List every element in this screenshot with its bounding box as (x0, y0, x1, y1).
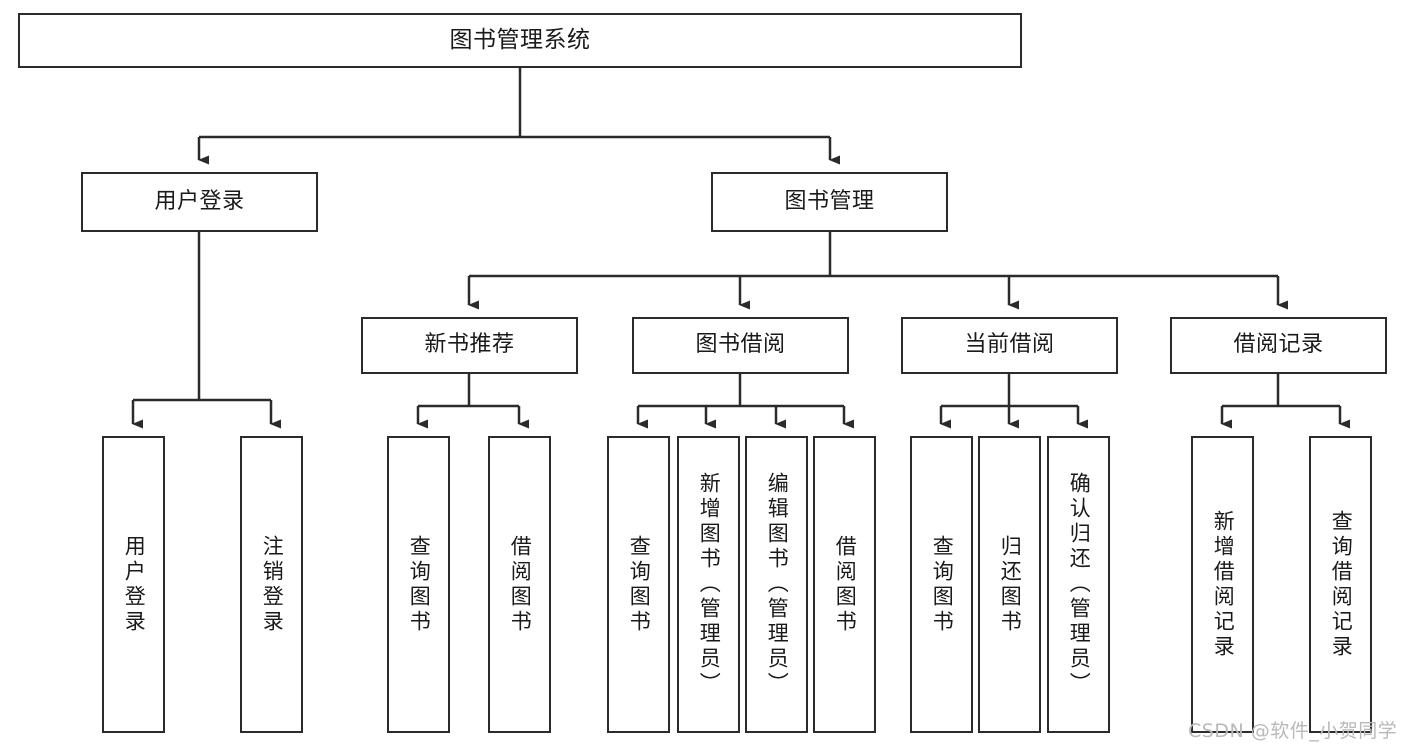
node-book-manage-label: 图书管理 (784, 188, 875, 214)
node-leaf-borrow-book-1-label: 借阅图书 (508, 534, 533, 635)
node-current-borrow[interactable]: 当前借阅 (901, 317, 1118, 374)
node-leaf-confirm-return-label: 确认归还（管理员） (1067, 472, 1092, 697)
node-leaf-logout-label: 注销登录 (260, 534, 285, 635)
node-new-book-rec[interactable]: 新书推荐 (361, 317, 578, 374)
csdn-watermark: CSDN @软件_小贺同学 (1188, 720, 1398, 742)
node-leaf-logout[interactable]: 注销登录 (240, 436, 303, 733)
node-leaf-add-book[interactable]: 新增图书（管理员） (677, 436, 740, 733)
node-leaf-edit-book[interactable]: 编辑图书（管理员） (745, 436, 808, 733)
node-leaf-borrow-book-2-label: 借阅图书 (833, 534, 858, 635)
node-leaf-query-record-label: 查询借阅记录 (1329, 509, 1354, 660)
node-borrow-record[interactable]: 借阅记录 (1170, 317, 1387, 374)
node-current-borrow-label: 当前借阅 (964, 332, 1055, 358)
node-leaf-add-book-label: 新增图书（管理员） (697, 472, 722, 697)
node-leaf-return-book-label: 归还图书 (998, 534, 1023, 635)
node-leaf-borrow-book-1[interactable]: 借阅图书 (488, 436, 551, 733)
node-leaf-edit-book-label: 编辑图书（管理员） (765, 472, 790, 697)
node-leaf-query-book-1[interactable]: 查询图书 (387, 436, 450, 733)
node-leaf-query-book-3-label: 查询图书 (930, 534, 955, 635)
node-root-system-label: 图书管理系统 (449, 26, 591, 53)
node-leaf-query-book-1-label: 查询图书 (407, 534, 432, 635)
node-leaf-query-book-2-label: 查询图书 (627, 534, 652, 635)
node-book-borrow[interactable]: 图书借阅 (632, 317, 849, 374)
node-book-borrow-label: 图书借阅 (695, 332, 786, 358)
node-user-login[interactable]: 用户登录 (81, 172, 318, 232)
node-leaf-user-login-label: 用户登录 (122, 534, 147, 635)
node-new-book-rec-label: 新书推荐 (424, 332, 515, 358)
node-leaf-add-record[interactable]: 新增借阅记录 (1191, 436, 1254, 733)
node-book-manage[interactable]: 图书管理 (711, 172, 948, 232)
node-leaf-query-record[interactable]: 查询借阅记录 (1309, 436, 1372, 733)
node-user-login-label: 用户登录 (154, 188, 245, 214)
node-leaf-user-login[interactable]: 用户登录 (102, 436, 165, 733)
node-borrow-record-label: 借阅记录 (1233, 332, 1324, 358)
node-leaf-add-record-label: 新增借阅记录 (1211, 509, 1236, 660)
node-leaf-query-book-3[interactable]: 查询图书 (910, 436, 973, 733)
node-leaf-return-book[interactable]: 归还图书 (978, 436, 1041, 733)
node-leaf-borrow-book-2[interactable]: 借阅图书 (813, 436, 876, 733)
node-leaf-query-book-2[interactable]: 查询图书 (607, 436, 670, 733)
node-root-system[interactable]: 图书管理系统 (18, 13, 1022, 68)
node-leaf-confirm-return[interactable]: 确认归还（管理员） (1047, 436, 1110, 733)
